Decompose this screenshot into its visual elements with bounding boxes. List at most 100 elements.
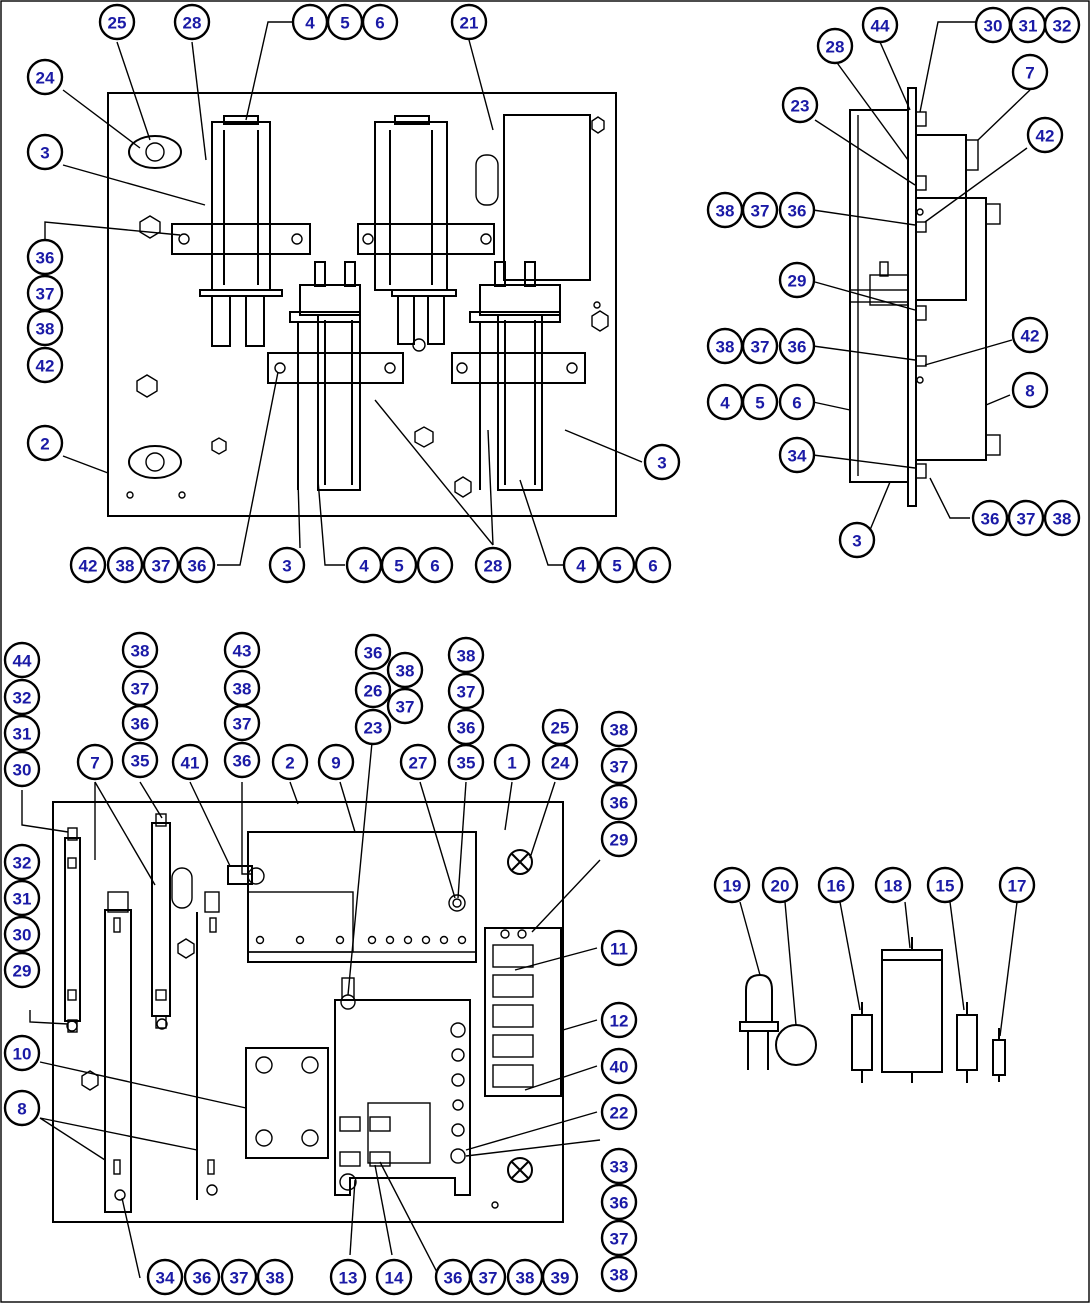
callout-b15: 2 — [271, 743, 309, 781]
callout-circle — [3, 843, 41, 881]
callout-c19: 3 — [268, 546, 306, 584]
callout-b33: 29 — [600, 820, 638, 858]
callout-number: 38 — [131, 642, 150, 661]
callout-circle — [600, 1219, 638, 1257]
callout-circle — [474, 546, 512, 584]
callout-number: 8 — [1025, 382, 1034, 401]
callout-circle — [874, 866, 912, 904]
callout-r01: 44 — [861, 6, 899, 44]
callout-circle — [1011, 316, 1049, 354]
callout-circle — [173, 3, 211, 41]
callout-circle — [178, 546, 216, 584]
callout-number: 28 — [826, 38, 845, 57]
callout-circle — [220, 1258, 258, 1296]
callout-circle — [469, 1258, 507, 1296]
callout-circle — [447, 636, 485, 674]
callout-circle — [493, 743, 531, 781]
callout-circle — [317, 743, 355, 781]
callout-b08: 35 — [121, 741, 159, 779]
callout-circle — [3, 915, 41, 953]
callout-number: 38 — [610, 721, 629, 740]
callout-b38: 11 — [600, 929, 638, 967]
diode-part — [992, 1028, 1006, 1082]
callout-c11: 38 — [26, 309, 64, 347]
callout-b57: 39 — [541, 1258, 579, 1296]
bottom-panel-plate — [52, 801, 564, 1223]
relay-cylinder-lower-right — [469, 261, 561, 491]
callout-s06: 17 — [998, 866, 1036, 904]
left-module — [245, 1047, 329, 1159]
callout-number: 22 — [610, 1104, 629, 1123]
callout-b21: 9 — [317, 743, 355, 781]
callout-number: 38 — [716, 338, 735, 357]
callout-number: 1 — [507, 754, 516, 773]
callout-circle — [816, 27, 854, 65]
callout-circle — [416, 546, 454, 584]
callout-r23: 36 — [971, 499, 1009, 537]
callout-c23: 28 — [474, 546, 512, 584]
callout-circle — [380, 546, 418, 584]
callout-circle — [1026, 116, 1064, 154]
callout-number: 4 — [576, 557, 586, 576]
callout-b16: 36 — [354, 633, 392, 671]
callout-circle — [541, 743, 579, 781]
callout-s03: 16 — [817, 866, 855, 904]
callout-number: 24 — [551, 754, 570, 773]
callout-r11: 36 — [778, 191, 816, 229]
callout-b50: 37 — [220, 1258, 258, 1296]
callout-r20: 8 — [1011, 371, 1049, 409]
callout-s04: 18 — [874, 866, 912, 904]
callout-number: 36 — [610, 794, 629, 813]
callout-circle — [223, 741, 261, 779]
callout-b43: 22 — [600, 1093, 638, 1131]
callout-number: 28 — [183, 14, 202, 33]
callout-number: 4 — [359, 557, 369, 576]
callout-circle — [268, 546, 306, 584]
callout-b41: 40 — [600, 1047, 638, 1085]
callout-circle — [69, 546, 107, 584]
callout-circle — [3, 1089, 41, 1127]
callout-circle — [354, 671, 392, 709]
top-front-view — [107, 92, 617, 517]
callout-b17: 38 — [386, 651, 424, 689]
callout-b26: 27 — [399, 743, 437, 781]
callout-b31: 37 — [600, 747, 638, 785]
callout-r15: 37 — [741, 327, 779, 365]
callout-b46: 37 — [600, 1219, 638, 1257]
callout-r07: 23 — [781, 86, 819, 124]
callout-number: 18 — [884, 877, 903, 896]
callout-circle — [600, 1093, 638, 1131]
callout-number: 44 — [13, 652, 32, 671]
callout-circle — [598, 546, 636, 584]
callout-r03: 31 — [1009, 6, 1047, 44]
terminal-bar-left — [104, 909, 132, 1213]
fuse-strip-2 — [151, 822, 171, 1017]
callout-b03: 31 — [3, 714, 41, 752]
callout-circle — [600, 1001, 638, 1039]
callout-circle — [838, 521, 876, 559]
callout-b04: 30 — [3, 750, 41, 788]
callout-circle — [1043, 6, 1081, 44]
callout-circle — [971, 499, 1009, 537]
grommet-bottom — [128, 445, 182, 479]
callout-number: 38 — [36, 320, 55, 339]
callout-number: 29 — [13, 962, 32, 981]
callout-circle — [121, 741, 159, 779]
callout-number: 42 — [1036, 127, 1055, 146]
callout-circle — [562, 546, 600, 584]
side-leaders — [812, 21, 1031, 531]
callout-number: 38 — [396, 662, 415, 681]
callout-number: 30 — [13, 926, 32, 945]
callout-r09: 38 — [706, 191, 744, 229]
callout-number: 15 — [936, 877, 955, 896]
callout-number: 37 — [152, 557, 171, 576]
callout-circle — [778, 191, 816, 229]
callout-b10: 43 — [223, 631, 261, 669]
callout-number: 29 — [788, 272, 807, 291]
callout-number: 7 — [1025, 64, 1034, 83]
callout-b44: 33 — [600, 1147, 638, 1185]
callout-number: 36 — [188, 557, 207, 576]
top-panel-plate — [107, 92, 617, 517]
callout-number: 38 — [457, 647, 476, 666]
callout-b07: 36 — [121, 704, 159, 742]
